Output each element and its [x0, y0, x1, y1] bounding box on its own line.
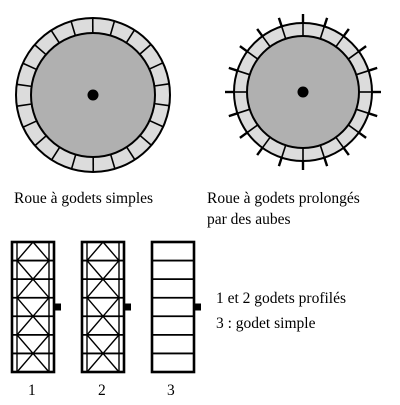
bucket-divider — [237, 108, 250, 115]
bucket-divider — [319, 145, 326, 158]
blade — [323, 157, 329, 167]
blade — [342, 28, 350, 37]
bucket-divider — [109, 154, 116, 170]
blade — [358, 131, 367, 139]
blade — [342, 147, 350, 156]
bucket-divider — [148, 62, 164, 70]
axle-stub — [54, 303, 61, 311]
bucket-divider — [22, 62, 37, 71]
bucket-divider — [335, 136, 345, 149]
bucket-divider — [125, 29, 136, 44]
caption-prolonged-wheel-line1: Roue à godets prolongés — [207, 190, 360, 207]
bucket-divider — [109, 20, 116, 36]
bucket-view — [150, 240, 201, 374]
bucket-divider — [319, 26, 326, 39]
bucket-divider — [149, 119, 164, 128]
profile-chevron — [16, 278, 50, 299]
bucket-divider — [154, 83, 170, 87]
blade — [228, 112, 238, 118]
bucket-view — [80, 240, 131, 374]
bucket-divider — [16, 83, 32, 88]
wheel-buckets-with-blades — [225, 14, 381, 170]
bucket-divider — [22, 120, 38, 128]
bucket-divider — [34, 44, 47, 56]
blade — [323, 17, 329, 27]
bucket-divider — [246, 50, 259, 60]
profile-chevron — [86, 240, 120, 262]
bucket-divider — [50, 146, 61, 161]
bucket-side-views — [10, 240, 201, 374]
bucket-divider — [237, 69, 250, 76]
bucket-divider — [139, 43, 152, 55]
bucket-divider — [139, 134, 152, 146]
legend-profiled-buckets: 1 et 2 godets profilés — [216, 290, 347, 307]
bucket-divider — [70, 154, 77, 170]
bucket-divider — [50, 29, 60, 44]
blade — [239, 131, 248, 139]
bucket-divider — [347, 124, 360, 134]
caption-prolonged-wheel-line2: par des aubes — [207, 211, 291, 228]
blade — [228, 66, 238, 72]
bucket-frame — [150, 240, 196, 374]
bucket-divider — [356, 108, 369, 115]
blade — [368, 112, 378, 118]
bucket-divider — [16, 103, 32, 107]
bucket-divider — [280, 145, 287, 158]
profile-chevron — [16, 315, 50, 336]
view-number-2: 2 — [98, 382, 106, 399]
bucket-divider — [335, 35, 345, 48]
blade — [256, 147, 264, 156]
axle-stub — [194, 303, 201, 311]
bucket-divider — [347, 50, 360, 60]
axle-stub — [124, 303, 131, 311]
bucket-divider — [280, 26, 287, 39]
bucket-divider — [34, 135, 47, 147]
blade — [277, 157, 283, 167]
axle-dot — [297, 86, 309, 98]
profile-chevron — [86, 278, 120, 299]
blade — [368, 66, 378, 72]
legend-simple-bucket: 3 : godet simple — [216, 315, 316, 332]
bucket-divider — [261, 35, 271, 48]
blade — [256, 28, 264, 37]
view-number-3: 3 — [167, 382, 175, 399]
profile-chevron — [16, 240, 50, 262]
axle-dot — [87, 89, 99, 101]
bucket-divider — [246, 124, 259, 134]
blade — [277, 17, 283, 27]
wheel-simple-buckets — [15, 17, 171, 173]
bucket-divider — [356, 69, 369, 76]
bucket-divider — [126, 146, 136, 161]
bucket-divider — [261, 136, 271, 149]
blade — [239, 45, 248, 53]
profile-chevron — [16, 352, 50, 373]
blade — [358, 45, 367, 53]
caption-simple-wheel: Roue à godets simples — [14, 190, 154, 207]
view-number-1: 1 — [28, 382, 36, 399]
bucket-divider — [154, 102, 170, 107]
profile-chevron — [86, 315, 120, 336]
bucket-view — [10, 240, 61, 374]
bucket-divider — [70, 20, 77, 36]
profile-chevron — [86, 352, 120, 373]
